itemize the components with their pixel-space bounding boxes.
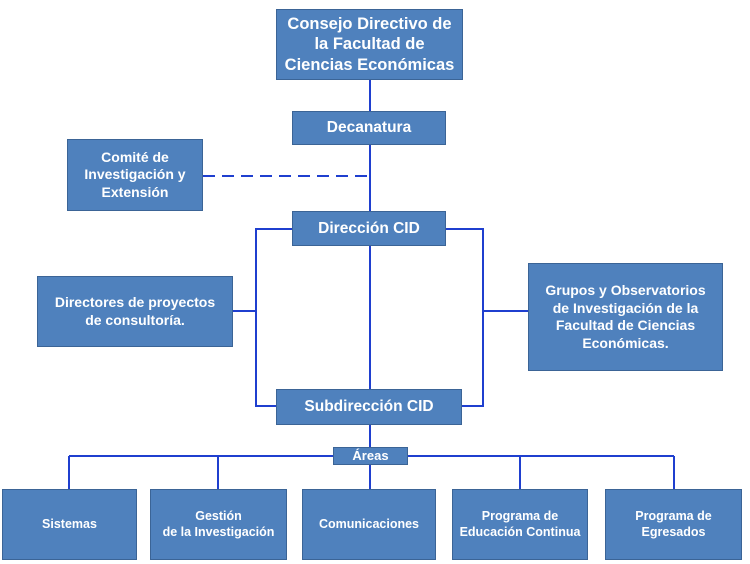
subdireccion-cid-label: Subdirección CID [304,398,434,416]
direccion-cid-label: Dirección CID [318,219,420,237]
area-sistemas-box: Sistemas [2,489,137,560]
decanatura-box: Decanatura [292,111,446,145]
grupos-observatorios-box: Grupos y Observatorios de Investigación … [528,263,723,371]
comite-label: Comité de Investigación y Extensión [84,148,186,200]
area-egresados-label: Programa de Egresados [635,508,712,539]
consejo-directivo-box: Consejo Directivo de la Facultad de Cien… [276,9,463,80]
area-educacion-continua-label: Programa de Educación Continua [459,508,581,539]
area-egresados-box: Programa de Egresados [605,489,742,560]
area-comunicaciones-label: Comunicaciones [318,516,420,531]
areas-label: Áreas [352,447,389,463]
directores-proyectos-box: Directores de proyectos de consultoría. [37,276,233,347]
connector-right-loop [446,228,484,407]
areas-label-box: Áreas [333,447,408,465]
subdireccion-cid-box: Subdirección CID [276,389,462,425]
connector-left-loop [255,228,292,407]
area-sistemas-label: Sistemas [42,516,97,531]
area-gestion-label: Gestión de la Investigación [162,508,275,539]
area-comunicaciones-box: Comunicaciones [302,489,436,560]
directores-proyectos-label: Directores de proyectos de consultoría. [54,294,216,328]
area-gestion-box: Gestión de la Investigación [150,489,287,560]
direccion-cid-box: Dirección CID [292,211,446,246]
consejo-directivo-label: Consejo Directivo de la Facultad de Cien… [284,14,455,74]
comite-box: Comité de Investigación y Extensión [67,139,203,211]
area-educacion-continua-box: Programa de Educación Continua [452,489,588,560]
decanatura-label: Decanatura [326,119,412,137]
grupos-observatorios-label: Grupos y Observatorios de Investigación … [545,282,706,351]
